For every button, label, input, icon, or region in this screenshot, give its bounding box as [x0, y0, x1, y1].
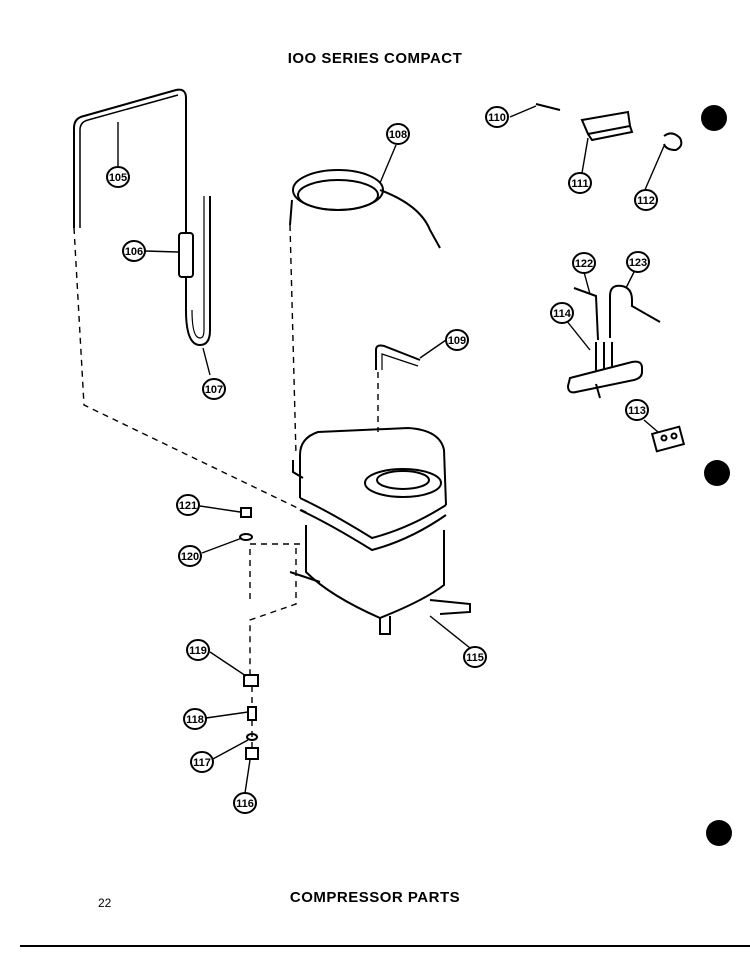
part-119-grommet	[243, 674, 259, 687]
part-107-capillary-tube	[185, 196, 211, 347]
callout-120: 120	[178, 545, 202, 567]
part-111-mounting-bracket	[580, 110, 634, 142]
svg-text:118: 118	[186, 714, 204, 726]
svg-text:119: 119	[189, 645, 207, 657]
callout-121: 121	[176, 494, 200, 516]
part-118-sleeve	[247, 706, 257, 721]
svg-text:123: 123	[629, 257, 647, 269]
callout-112: 112	[634, 189, 658, 211]
callout-106: 106	[122, 240, 146, 262]
callout-119: 119	[186, 639, 210, 661]
part-106-filter-drier	[178, 180, 194, 310]
part-108-coiled-tube	[289, 169, 441, 249]
part-122-tube	[573, 287, 599, 341]
callout-108: 108	[386, 123, 410, 145]
part-115-compressor	[289, 426, 471, 635]
callout-107: 107	[202, 378, 226, 400]
svg-text:109: 109	[448, 335, 466, 347]
svg-text:111: 111	[571, 178, 588, 190]
part-123-tube	[609, 284, 661, 338]
svg-text:114: 114	[553, 308, 572, 320]
part-110-screw	[535, 103, 561, 111]
part-121-nut	[240, 507, 252, 518]
page-caption: COMPRESSOR PARTS	[289, 889, 461, 906]
leader-lines	[117, 105, 665, 794]
svg-text:108: 108	[389, 129, 407, 141]
part-116-bolt	[245, 747, 259, 760]
svg-text:115: 115	[466, 652, 484, 664]
part-114-start-relay	[566, 342, 643, 399]
callout-110: 110	[485, 106, 509, 128]
callout-113: 113	[625, 399, 649, 421]
part-112-clip	[663, 132, 683, 152]
assembly-lines	[73, 224, 379, 748]
svg-text:120: 120	[181, 551, 199, 563]
part-109-bent-tube	[375, 344, 421, 370]
svg-text:116: 116	[236, 798, 254, 810]
callout-122: 122	[572, 252, 596, 274]
svg-text:122: 122	[575, 258, 593, 270]
callout-111: 111	[568, 172, 592, 194]
binder-hole-middle	[704, 460, 730, 486]
callout-115: 115	[463, 646, 487, 668]
svg-text:107: 107	[205, 384, 223, 396]
diagram-title: IOO SERIES COMPACT	[287, 50, 463, 67]
callout-117: 117	[190, 751, 214, 773]
svg-text:113: 113	[628, 405, 646, 417]
binder-hole-top	[701, 105, 727, 131]
page-number: 22	[98, 896, 112, 910]
svg-text:110: 110	[488, 112, 506, 124]
svg-text:121: 121	[179, 500, 197, 512]
binder-hole-bottom	[706, 820, 732, 846]
callout-123: 123	[626, 251, 650, 273]
svg-text:117: 117	[193, 757, 211, 769]
part-120-washer	[239, 533, 253, 541]
part-113-terminal-block	[650, 425, 686, 453]
part-105-discharge-tube	[73, 88, 187, 228]
svg-text:112: 112	[637, 195, 655, 207]
callout-114: 114	[550, 302, 574, 324]
callout-109: 109	[445, 329, 469, 351]
svg-text:106: 106	[125, 246, 143, 258]
svg-text:105: 105	[109, 172, 127, 184]
callout-118: 118	[183, 708, 207, 730]
callout-116: 116	[233, 792, 257, 814]
callout-105: 105	[106, 166, 130, 188]
